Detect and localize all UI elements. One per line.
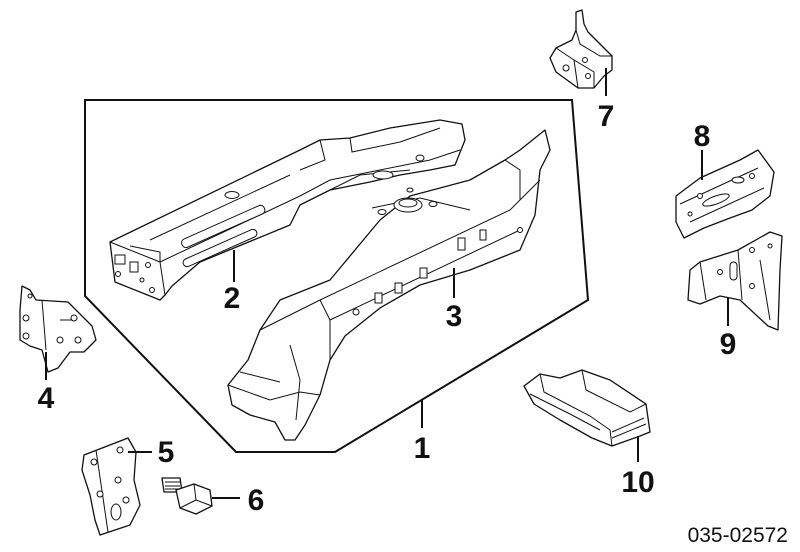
- callout-4: 4: [38, 382, 55, 415]
- callout-9: 9: [720, 328, 737, 361]
- callout-5: 5: [158, 436, 175, 469]
- part-7-bracket: [549, 9, 613, 89]
- diagram-code: 035-02572: [688, 524, 788, 547]
- callout-3: 3: [446, 300, 463, 333]
- part-10-tray: [523, 369, 651, 447]
- part-9-panel: [687, 231, 783, 331]
- part-3-side-member: [227, 129, 551, 441]
- part-5-plate: [81, 437, 141, 536]
- part-4-bracket: [19, 285, 97, 373]
- callout-6: 6: [248, 484, 265, 517]
- callout-8: 8: [694, 120, 711, 153]
- callout-10: 10: [621, 466, 654, 499]
- callout-2: 2: [224, 282, 241, 315]
- part-6-bolt: [161, 477, 213, 515]
- callout-7: 7: [598, 100, 615, 133]
- callout-1: 1: [414, 432, 431, 465]
- part-2-side-member: [109, 119, 466, 301]
- part-8-panel: [675, 149, 775, 239]
- assembly-outline: [84, 99, 590, 453]
